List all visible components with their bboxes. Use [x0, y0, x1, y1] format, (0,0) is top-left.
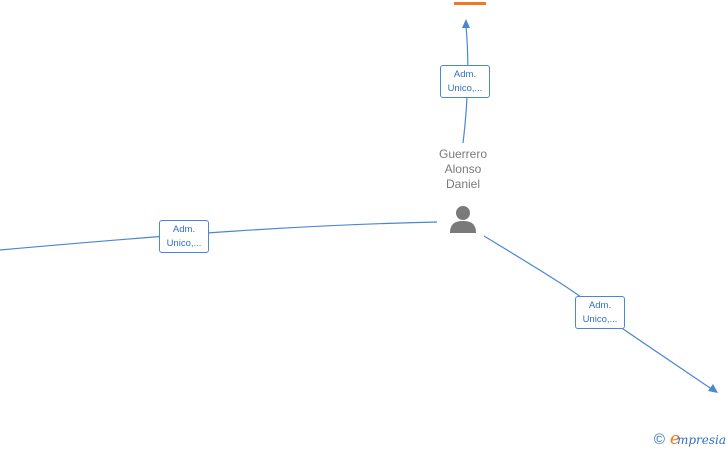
edge-left	[0, 221, 438, 251]
relation-detail: Unico,...	[166, 238, 202, 249]
copyright-icon: ©	[653, 430, 665, 448]
relation-label-left[interactable]: Adm. Unico,...	[159, 220, 209, 253]
relation-detail: Unico,...	[582, 314, 618, 325]
person-name-line: Alonso	[444, 162, 482, 176]
relation-role: Adm.	[172, 224, 196, 235]
person-icon[interactable]	[448, 204, 478, 234]
relation-role: Adm.	[453, 69, 477, 80]
arrowhead-top	[462, 19, 470, 28]
relation-label-bottom-right[interactable]: Adm. Unico,...	[575, 296, 625, 329]
building-icon[interactable]	[452, 0, 488, 6]
relation-label-top[interactable]: Adm. Unico,...	[440, 65, 490, 98]
person-name-line: Daniel	[445, 177, 481, 191]
brand-logo[interactable]: empresia	[670, 429, 726, 449]
relation-role: Adm.	[588, 300, 612, 311]
brand-logo-text: mpresia	[676, 433, 726, 447]
arrowhead-bottom-right	[708, 384, 718, 393]
relation-detail: Unico,...	[447, 83, 483, 94]
person-name[interactable]: Guerrero Alonso Daniel	[430, 147, 496, 192]
footer-brand: © empresia	[653, 429, 726, 449]
person-name-line: Guerrero	[438, 147, 488, 161]
brand-logo-e: e	[669, 429, 680, 449]
